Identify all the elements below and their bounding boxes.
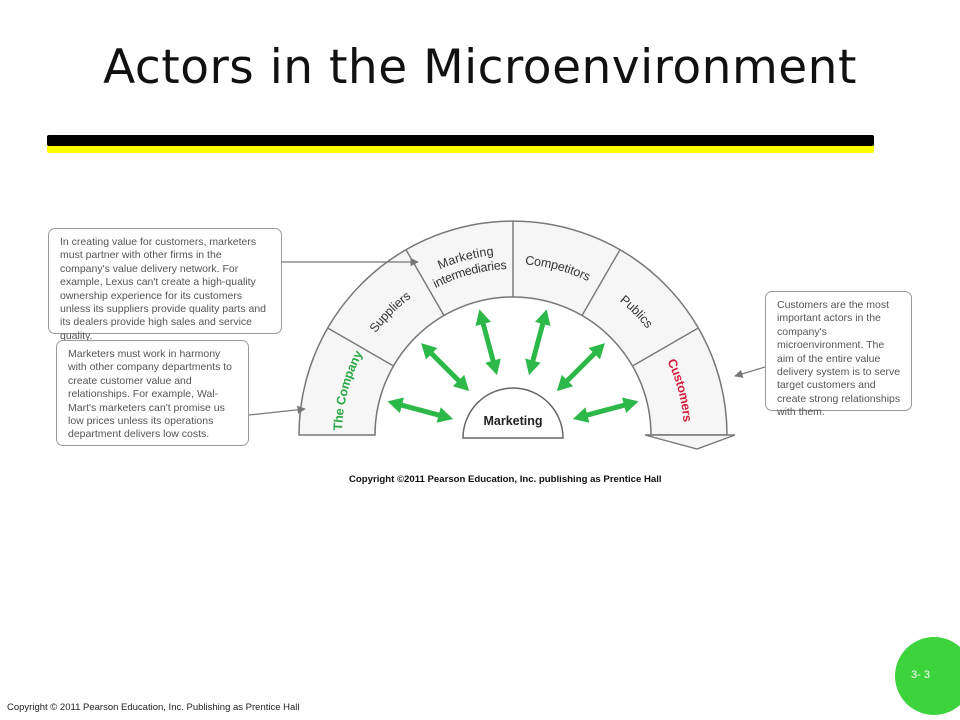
arrow-head — [485, 358, 501, 376]
arrow-shaft-marketing-intermediaries — [480, 320, 497, 365]
arrow-head — [556, 374, 574, 392]
footer-copyright: Copyright © 2011 Pearson Education, Inc.… — [7, 702, 300, 713]
arrow-head — [475, 309, 491, 326]
page-number: 3- 3 — [911, 669, 930, 681]
customers-note: Customers are the most important actors … — [765, 291, 912, 418]
marketing-arrows — [387, 309, 639, 423]
marketing-dome — [462, 387, 564, 439]
customers-arrow-tip — [644, 434, 736, 450]
slide-title: Actors in the Microenvironment — [103, 40, 857, 95]
suppliers-note: In creating value for customers, markete… — [48, 228, 282, 342]
page-number-badge — [895, 637, 960, 715]
company-note: Marketers must work in harmony with othe… — [56, 340, 249, 446]
arrow-head — [421, 343, 438, 360]
arrow-shaft-the-company — [398, 402, 443, 419]
arrow-head — [535, 309, 551, 326]
segment-divider — [632, 327, 699, 367]
diagram-copyright: Copyright ©2011 Pearson Education, Inc. … — [349, 474, 662, 485]
arrow-shaft-customers — [583, 402, 628, 419]
arrow-head — [572, 407, 590, 423]
title-underline-bar — [47, 135, 874, 146]
arrow-head — [622, 397, 639, 413]
arrow-shaft-publics — [563, 349, 599, 385]
arrow-head — [525, 358, 541, 376]
arrow-head — [452, 374, 470, 392]
arrow-head — [436, 407, 454, 423]
arrow-head — [387, 397, 404, 413]
actors-arc: The CompanySuppliersMarketingintermediar… — [298, 220, 736, 450]
title-accent-bar — [47, 146, 874, 153]
arrow-shaft-competitors — [529, 320, 546, 365]
segment-divider — [327, 327, 394, 367]
customers-note-pointer — [734, 366, 766, 378]
arrow-head — [588, 343, 605, 360]
segment-divider — [581, 249, 621, 316]
company-note-pointer — [248, 405, 306, 416]
arrow-shaft-suppliers — [427, 349, 463, 385]
marketing-label: Marketing — [483, 414, 542, 428]
